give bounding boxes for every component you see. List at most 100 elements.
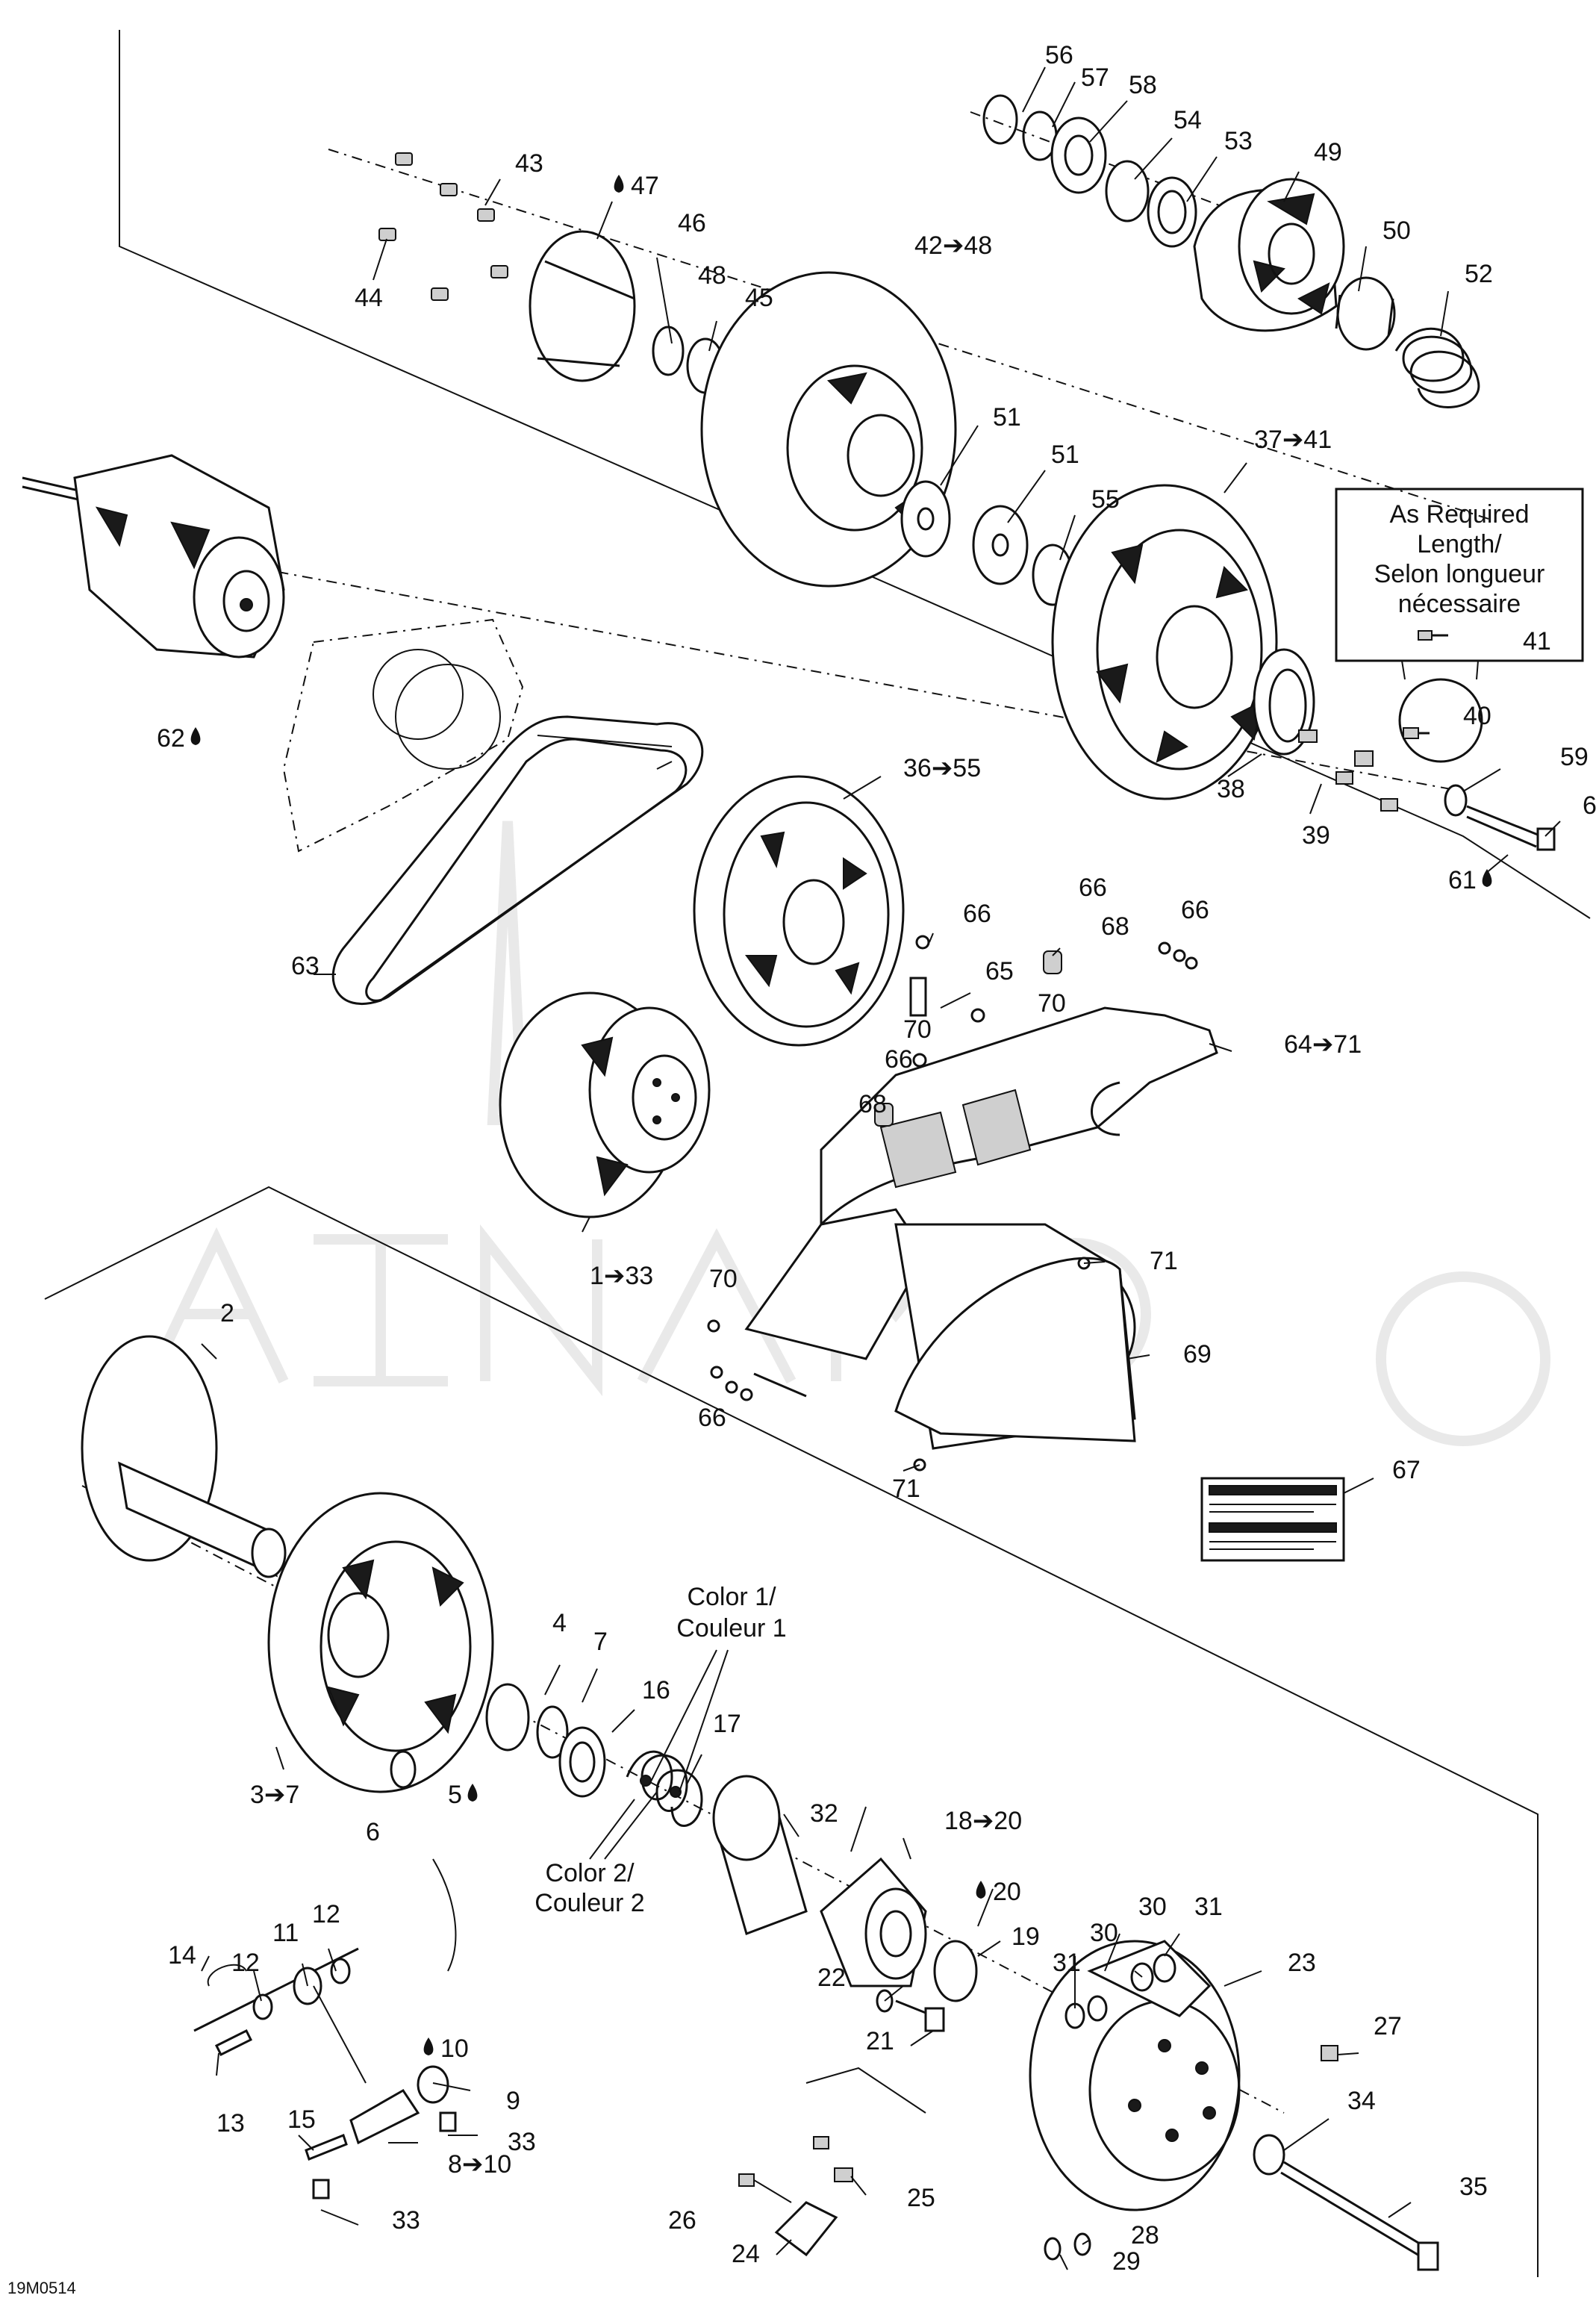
- callout-c6: 6: [366, 1818, 380, 1846]
- callout-c58: 58: [1129, 71, 1157, 99]
- callout-c45: 45: [745, 284, 773, 312]
- callout-c65: 65: [985, 957, 1014, 986]
- callout-c19: 19: [1011, 1922, 1040, 1951]
- callout-c43: 43: [515, 149, 543, 178]
- warning-label-icon: [1200, 1477, 1345, 1562]
- drive-belt-63: [331, 715, 704, 1006]
- callout-c57: 57: [1081, 63, 1109, 92]
- movable-half-3: [267, 1492, 494, 1793]
- callout-c60: 60: [1583, 791, 1596, 820]
- hardware-39-59-60: [1298, 729, 1556, 851]
- callout-c30b: 30: [1090, 1919, 1118, 1947]
- callout-c15: 15: [287, 2105, 316, 2134]
- callout-c66e: 66: [698, 1404, 726, 1432]
- oil-drop-icon: [614, 175, 624, 193]
- callout-c25: 25: [907, 2184, 935, 2212]
- callout-c64: 64➔71: [1284, 1030, 1362, 1059]
- callout-c42: 42➔48: [914, 231, 992, 260]
- callout-c70a: 70: [903, 1015, 932, 1044]
- callout-c5: 5: [448, 1781, 462, 1809]
- callout-c4: 4: [552, 1609, 567, 1637]
- callout-c28: 28: [1131, 2221, 1159, 2250]
- drawing-code: 19M0514: [7, 2279, 76, 2297]
- callout-c50: 50: [1383, 217, 1411, 245]
- callout-c23: 23: [1288, 1949, 1316, 1977]
- callout-c13: 13: [216, 2109, 245, 2138]
- callout-c7: 7: [593, 1628, 608, 1656]
- callout-c66b: 66: [1079, 874, 1107, 902]
- callout-c34: 34: [1347, 2087, 1376, 2115]
- callout-c12a: 12: [312, 1900, 340, 1928]
- callout-c71b: 71: [892, 1475, 920, 1503]
- callout-c11: 11: [272, 1919, 299, 1947]
- callout-c24: 24: [732, 2240, 760, 2268]
- drawing-code-text: 19M0514: [7, 2279, 76, 2297]
- callout-c59: 59: [1560, 743, 1589, 771]
- callout-c36: 36➔55: [903, 754, 981, 782]
- callout-c40: 40: [1463, 702, 1491, 730]
- small-rings-56-57: [982, 94, 1058, 161]
- sleeve-32: [712, 1775, 808, 1935]
- callout-c35: 35: [1459, 2173, 1488, 2201]
- ring-46: [529, 230, 636, 382]
- callout-c29: 29: [1112, 2247, 1141, 2276]
- callout-c54: 54: [1173, 106, 1202, 134]
- guard-fasteners: [707, 935, 1198, 1472]
- cam-49: [1193, 178, 1345, 332]
- callout-c10: 10: [440, 2034, 469, 2063]
- engine-62: [22, 454, 285, 659]
- drive-pulley-1-preview: [499, 991, 711, 1218]
- small-bolts-43-44: [378, 152, 508, 301]
- spider-18: [820, 1857, 927, 1987]
- callout-c17: 17: [713, 1710, 741, 1738]
- callout-c31a: 31: [1194, 1893, 1223, 1921]
- color-notes: Color 1/ Couleur 1 Color 2/ Couleur 2: [534, 1583, 786, 1917]
- spring-52: [1394, 328, 1480, 408]
- callout-c48: 48: [698, 261, 726, 290]
- small-parts-30-31: [1064, 1953, 1176, 2029]
- callout-c61: 61: [1448, 866, 1477, 894]
- fixed-sheave-42: [700, 271, 957, 588]
- callout-c1: 1➔33: [590, 1262, 653, 1290]
- note-color1-1: Color 1/: [687, 1583, 776, 1611]
- bracket-plate-dashed: [282, 618, 524, 853]
- callout-c46: 46: [678, 209, 706, 237]
- callout-c33b: 33: [392, 2206, 420, 2235]
- callout-c67: 67: [1392, 1456, 1421, 1484]
- callout-c8: 8➔10: [448, 2150, 511, 2179]
- bushing-19: [933, 1940, 978, 2002]
- callout-c39: 39: [1302, 821, 1330, 850]
- callout-c70c: 70: [709, 1265, 738, 1293]
- ring-38: [1253, 648, 1315, 756]
- callout-c33a: 33: [508, 2128, 536, 2156]
- callout-c21: 21: [866, 2027, 894, 2055]
- oil-drop-icon: [190, 727, 201, 745]
- bolt-27-34-35: [1253, 2045, 1439, 2271]
- callout-c62: 62: [157, 724, 185, 753]
- callout-c32: 32: [810, 1799, 838, 1828]
- callout-c68b: 68: [858, 1090, 887, 1118]
- note-as-required-1: As Required: [1389, 500, 1529, 529]
- callout-c12b: 12: [231, 1949, 260, 1977]
- note-as-required-2: Length/: [1417, 530, 1502, 558]
- cover-69: [894, 1257, 1136, 1442]
- callout-c70b: 70: [1038, 989, 1066, 1018]
- rings-4-6-7-16: [390, 1683, 606, 1798]
- oil-drop-icon: [1482, 869, 1492, 887]
- callout-c51a: 51: [993, 403, 1021, 432]
- driven-pulley-36: [693, 775, 905, 1047]
- oil-drop-icon: [976, 1881, 986, 1899]
- bushings-53-54: [1105, 160, 1197, 248]
- callout-c52: 52: [1465, 260, 1493, 288]
- callout-c18: 18➔20: [944, 1807, 1022, 1835]
- callout-c66d: 66: [885, 1045, 913, 1074]
- callout-c20: 20: [993, 1878, 1021, 1906]
- washers-51-55: [900, 480, 1073, 606]
- callout-c9: 9: [506, 2087, 520, 2115]
- leader-lines: [201, 66, 1561, 2270]
- callout-c53: 53: [1224, 127, 1253, 155]
- callout-c37: 37➔41: [1254, 426, 1332, 454]
- callout-c22: 22: [817, 1964, 846, 1992]
- callout-c38: 38: [1217, 775, 1245, 803]
